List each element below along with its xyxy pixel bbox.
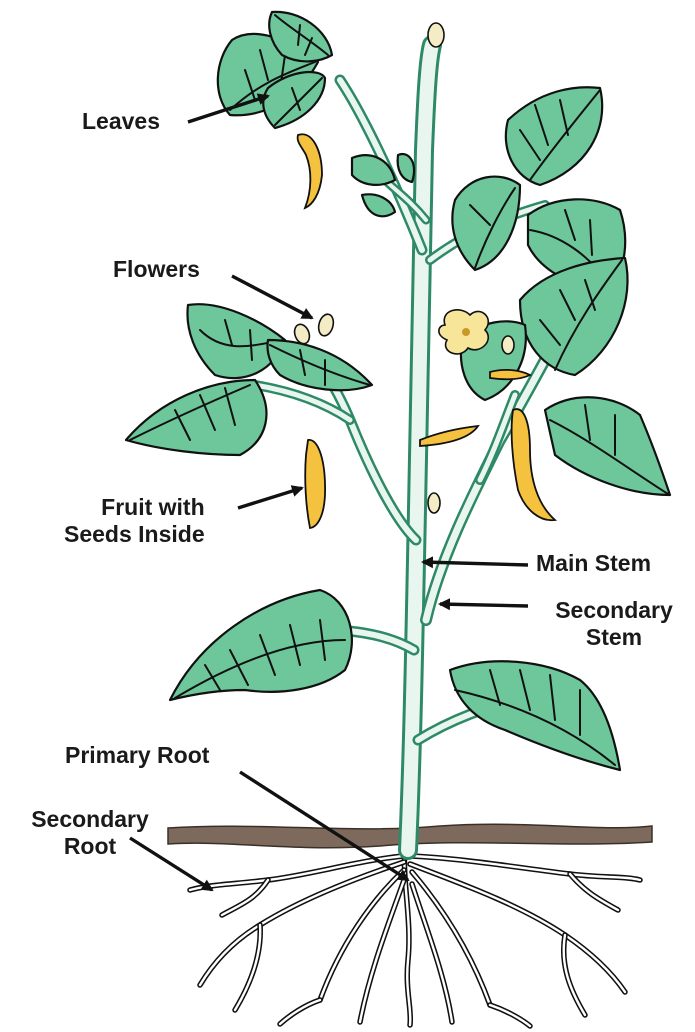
flowers-arrow xyxy=(232,276,312,318)
label-primary-root: Primary Root xyxy=(65,742,209,769)
root-system xyxy=(190,848,640,1026)
primary-root-arrow xyxy=(240,772,408,880)
label-leaves: Leaves xyxy=(82,108,160,135)
secondary-stem-arrow xyxy=(440,604,528,606)
label-secondary-root: Secondary Root xyxy=(10,806,170,860)
label-main-stem: Main Stem xyxy=(536,550,651,577)
label-fruit-with-seeds: Fruit with Seeds Inside xyxy=(64,494,205,548)
label-flowers: Flowers xyxy=(113,256,200,283)
leaves-group xyxy=(126,12,670,770)
fruit-arrow xyxy=(238,488,302,508)
label-secondary-stem: Secondary Stem xyxy=(534,597,694,651)
